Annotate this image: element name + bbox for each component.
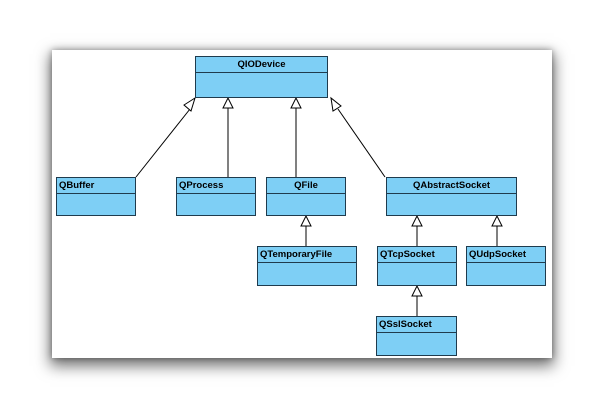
inherit-arrowhead (411, 284, 423, 297)
class-name: QAbstractSocket (387, 178, 516, 194)
inherit-arrowhead (183, 96, 196, 112)
edge-qbuffer-qiodevice (135, 108, 191, 178)
inherit-arrowhead (290, 96, 302, 109)
class-name: QTcpSocket (378, 247, 456, 263)
class-qtemporaryfile[interactable]: QTemporaryFile (257, 246, 357, 286)
inherit-arrowhead (222, 96, 234, 109)
class-qprocess[interactable]: QProcess (176, 177, 256, 216)
class-qiodevice[interactable]: QIODevice (195, 56, 328, 98)
inherit-arrowhead (411, 214, 423, 227)
class-name: QIODevice (196, 57, 327, 73)
class-name: QBuffer (57, 178, 135, 194)
class-name: QTemporaryFile (258, 247, 356, 263)
class-qfile[interactable]: QFile (266, 177, 346, 216)
inherit-arrowhead (491, 214, 503, 227)
class-qabstractsocket[interactable]: QAbstractSocket (386, 177, 517, 216)
class-qudpsocket[interactable]: QUdpSocket (466, 246, 546, 286)
class-name: QUdpSocket (467, 247, 545, 263)
edge-qabstractsocket-qiodevice (337, 108, 386, 178)
class-name: QFile (267, 178, 345, 194)
class-name: QSslSocket (377, 317, 456, 333)
class-qbuffer[interactable]: QBuffer (56, 177, 136, 216)
inherit-arrowhead (330, 96, 342, 112)
class-qtcpsocket[interactable]: QTcpSocket (377, 246, 457, 286)
inherit-arrowhead (300, 214, 312, 227)
class-qsslsocket[interactable]: QSslSocket (376, 316, 457, 356)
class-name: QProcess (177, 178, 255, 194)
